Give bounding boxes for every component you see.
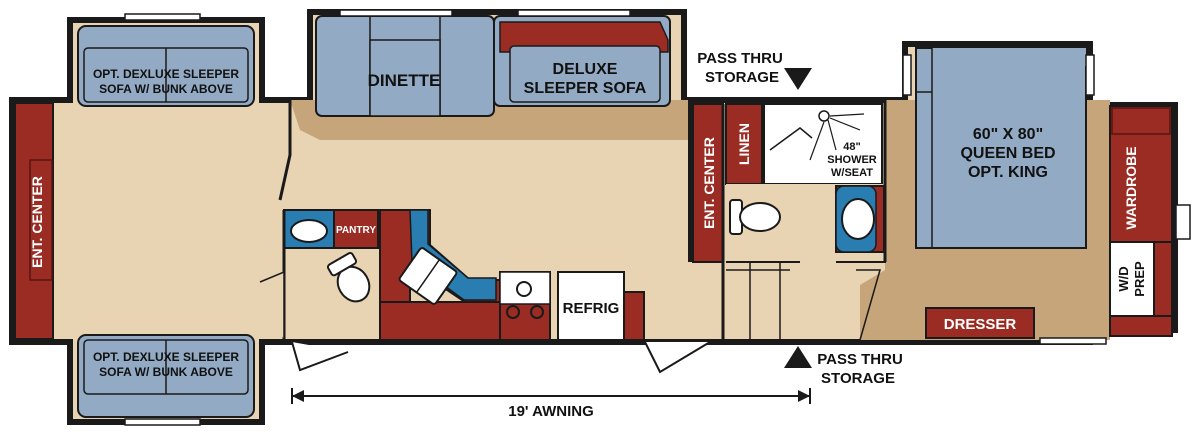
toilet-half-bath [326,252,371,303]
pantry [333,209,379,249]
bedroom: 60" X 80" QUEEN BED OPT. KING WARDROBE W… [902,47,1191,345]
bed-line3: OPT. KING [968,164,1048,181]
arrow-up-icon [784,346,812,368]
sleeper-top-line1: OPT. DEXLUXE SLEEPER [93,67,239,81]
sleeper-bottom-line2: SOFA W/ BUNK ABOVE [99,365,233,379]
dresser [925,307,1035,339]
window-top-left [124,13,201,21]
pass-thru-bottom: PASS THRU STORAGE [784,346,903,387]
deluxe-sofa-line1: DELUXE [553,61,618,78]
arrow-down-icon [784,68,812,90]
entry-door-left [291,341,349,372]
pass-thru-top-line1: PASS THRU [697,50,783,67]
linen-label: LINEN [736,123,752,165]
refrigerator [557,271,625,341]
entry-door-mid [644,341,711,374]
ent-center-mid-cabinet [692,103,724,263]
toilet-main-bath [729,199,781,235]
pass-thru-top: PASS THRU STORAGE [697,50,812,90]
shower-line2: SHOWER [827,154,877,166]
window-bottom-left [124,418,201,426]
dresser-label: DRESSER [944,316,1017,333]
bathroom: ENT. CENTER LINEN 48" SHOWER W/SEAT [688,100,887,341]
awning-arrow-right-icon [798,390,810,402]
deluxe-sofa-line2: SLEEPER SOFA [524,80,647,97]
window-sofa [517,9,631,17]
sleeper-bottom-line1: OPT. DEXLUXE SLEEPER [93,350,239,364]
wd-prep-line1: W/D [1116,266,1131,291]
awning-arrow-left-icon [292,390,304,402]
wardrobe-label: WARDROBE [1123,146,1139,229]
pantry-label: PANTRY [336,225,376,236]
awning-dimension: 19' AWNING [291,388,811,420]
shower-line3: W/SEAT [831,167,873,179]
window-dresser [1039,337,1107,345]
window-dinette [339,9,453,17]
exterior-hatch [1175,204,1191,240]
ent-center-mid-label: ENT. CENTER [701,137,717,229]
dinette-label: DINETTE [368,71,441,90]
kitchen-area: DINETTE DELUXE SLEEPER SOFA PANTRY [259,9,711,374]
window-bed-left [902,54,912,96]
ent-center-left-label: ENT. CENTER [29,176,45,268]
pass-thru-top-line2: STORAGE [705,69,779,86]
queen-bed [915,47,1087,249]
bed-line2: QUEEN BED [960,145,1055,162]
window-bed-right [1085,54,1095,96]
sleeper-top-line2: SOFA W/ BUNK ABOVE [99,82,233,96]
pass-thru-bottom-line1: PASS THRU [817,351,903,368]
left-end: ENT. CENTER OPT. DEXLUXE SLEEPER SOFA W/… [14,13,255,426]
wd-prep-line2: PREP [1132,261,1147,297]
pass-thru-bottom-line2: STORAGE [821,370,895,387]
bed-line1: 60" X 80" [973,126,1043,143]
kitchen-sink [398,247,458,305]
refrig-label: REFRIG [563,300,620,317]
shower-head-icon [818,110,830,122]
awning-label: 19' AWNING [508,403,594,420]
shower-line1: 48" [843,141,860,153]
linen-cabinet [725,103,763,185]
